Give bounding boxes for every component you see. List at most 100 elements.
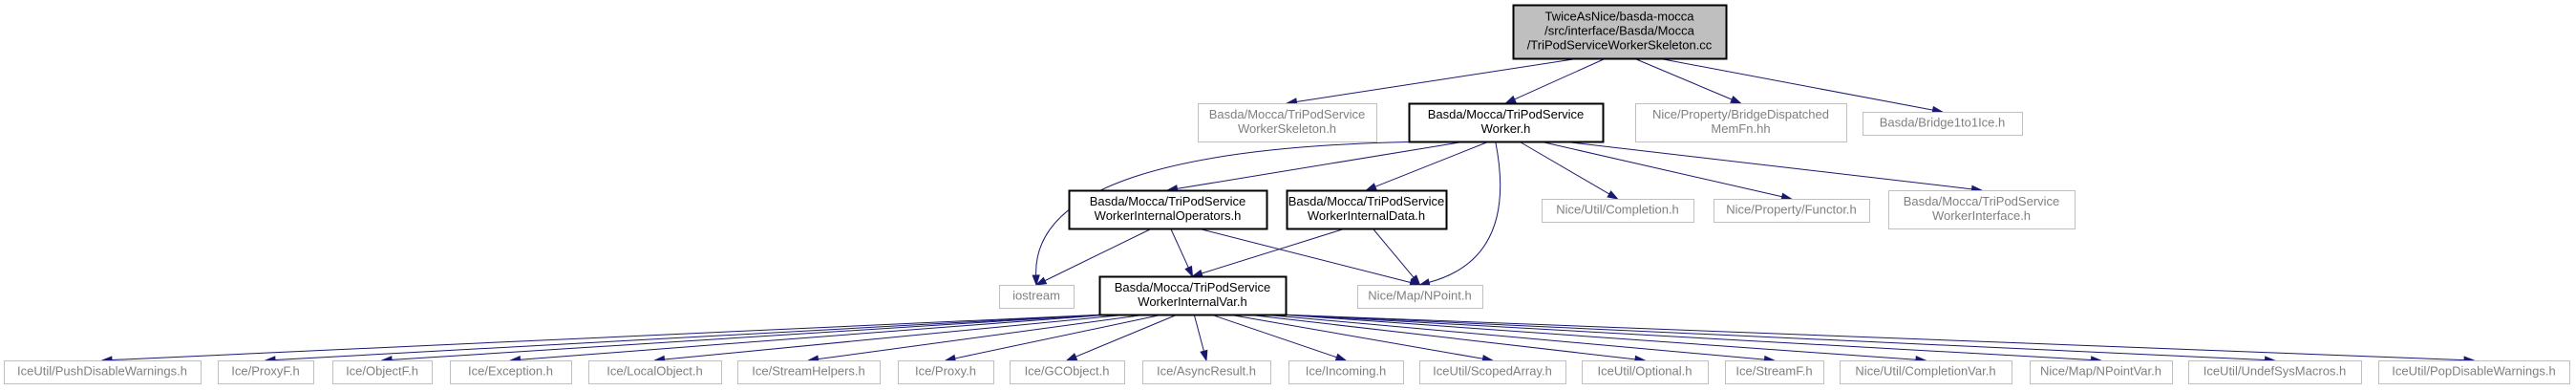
edge-internal_var-to-asyncresult [1193,314,1208,362]
edge-line [1279,314,2266,361]
node-label-line: MemFn.hh [1711,121,1770,136]
edge-line [1563,141,1972,190]
node-label-line: Ice/AsyncResult.h [1157,364,1256,379]
node-label-line: Basda/Mocca/TriPodService [1115,280,1271,294]
node-completion: Nice/Util/Completion.h [1542,199,1694,223]
edge-worker_h-to-internal_operators [1166,141,1466,193]
edge-worker_h-to-worker_interface [1563,141,1984,193]
edge-line [111,314,1106,361]
edge-line [391,314,1106,360]
edge-line [1633,57,1733,100]
edge-internal_var-to-objectf [380,314,1106,364]
node-worker-interface: Basda/Mocca/TriPodServiceWorkerInterface… [1888,190,2076,229]
edge-internal_var-to-undefsysmacros [1279,314,2277,364]
edge-internal_data-to-npoint [1372,228,1421,287]
node-root[interactable]: TwiceAsNice/basda-mocca/src/interface/Ba… [1512,4,1728,60]
node-box [1142,360,1271,384]
node-bridge1to1ice: Basda/Bridge1to1Ice.h [1863,112,2023,136]
node-box [2378,360,2570,384]
edge-internal_operators-to-iostream [1034,228,1153,286]
node-asyncresult: Ice/AsyncResult.h [1142,360,1271,384]
arrowhead [1184,265,1194,278]
edge-root-to-worker_skeleton_h [1286,57,1580,106]
node-push-disable: IceUtil/PushDisableWarnings.h [4,360,202,384]
edge-root-to-bridge_dispatched [1633,57,1742,104]
node-label-line: Ice/ProxyF.h [231,364,300,379]
node-box [737,360,881,384]
arrowhead [1034,276,1048,286]
node-label-line: IceUtil/Optional.h [1598,364,1692,379]
edge-line [1177,141,1466,189]
edge-internal_operators-to-internal_var [1170,228,1194,278]
edge-line [1228,314,1483,359]
node-proxyf: Ice/ProxyF.h [218,360,314,384]
node-label-line: WorkerSkeleton.h [1238,121,1336,136]
edge-internal_var-to-incoming [1210,314,1348,361]
edge-internal_var-to-npointvar [1279,314,2103,364]
node-internal-data[interactable]: Basda/Mocca/TriPodServiceWorkerInternalD… [1286,189,1448,230]
node-internal-operators[interactable]: Basda/Mocca/TriPodServiceWorkerInternalO… [1068,189,1268,230]
edge-line [664,314,1128,360]
node-label-line: Worker.h [1481,121,1531,136]
nodes-layer: TwiceAsNice/basda-mocca/src/interface/Ba… [4,4,2570,384]
node-label-line: Ice/StreamHelpers.h [752,364,865,379]
node-box [1286,189,1448,230]
node-localobject: Ice/LocalObject.h [588,360,722,384]
node-label-line: Basda/Mocca/TriPodService [1904,194,2060,208]
node-label-line: Ice/Proxy.h [915,364,976,379]
node-iostream: iostream [999,285,1075,309]
node-box [1098,275,1288,316]
arrowhead [1607,190,1619,200]
node-label-line: /TriPodServiceWorkerSkeleton.cc [1527,38,1713,53]
node-label-line: Ice/Incoming.h [1306,364,1387,379]
arrowhead [1200,349,1208,362]
node-label-line: Nice/Property/Functor.h [1726,203,1857,217]
node-label-line: Ice/LocalObject.h [607,364,702,379]
edge-line [1262,314,1765,360]
node-box [2030,360,2173,384]
edge-line [520,314,1111,360]
node-pop-disable: IceUtil/PopDisableWarnings.h [2378,360,2570,384]
arrowhead [1730,96,1742,104]
node-box [999,285,1075,309]
node-streamf: Ice/StreamF.h [1725,360,1824,384]
edge-line [1374,141,1490,187]
node-worker-h[interactable]: Basda/Mocca/TriPodServiceWorker.h [1408,102,1605,143]
node-npointvar: Nice/Map/NPointVar.h [2030,360,2173,384]
node-box [4,360,202,384]
node-label-line: Nice/Util/CompletionVar.h [1855,364,1995,379]
edge-internal_data-to-internal_var [1191,228,1346,277]
node-npoint: Nice/Map/NPoint.h [1357,285,1483,309]
node-label-line: Basda/Mocca/TriPodService [1090,194,1246,208]
node-label-line: Basda/Mocca/TriPodService [1428,107,1585,121]
node-label-line: IceUtil/PopDisableWarnings.h [2392,364,2555,379]
node-internal-var[interactable]: Basda/Mocca/TriPodServiceWorkerInternalV… [1098,275,1288,316]
edge-line [1075,314,1178,358]
node-incoming: Ice/Incoming.h [1288,360,1404,384]
node-label-line: WorkerInterface.h [1932,208,2031,223]
node-gcobject: Ice/GCObject.h [1010,360,1125,384]
arrowhead [1504,95,1517,104]
edge-line [1170,228,1189,269]
node-label-line: WorkerInternalData.h [1308,208,1425,223]
node-box [332,360,433,384]
edge-line [1279,314,2465,361]
node-box [1357,285,1483,309]
node-box [1542,199,1694,223]
node-label-line: WorkerInternalOperators.h [1095,208,1242,223]
arrowhead [1334,353,1348,361]
arrowhead [1065,353,1078,361]
edge-worker_h-to-completion [1519,141,1619,200]
node-box [450,360,572,384]
node-label-line: Ice/GCObject.h [1025,364,1110,379]
edge-root-to-worker_h [1504,57,1607,104]
node-label-line: IceUtil/PushDisableWarnings.h [17,364,187,379]
node-box [1725,360,1824,384]
node-box [1198,103,1377,142]
node-label-line: WorkerInternalVar.h [1138,294,1246,309]
node-label-line: IceUtil/UndefSysMacros.h [2203,364,2347,379]
node-box [1512,4,1728,60]
edge-line [818,314,1147,360]
edge-line [1201,228,1346,274]
node-label-line: IceUtil/ScopedArray.h [1433,364,1552,379]
